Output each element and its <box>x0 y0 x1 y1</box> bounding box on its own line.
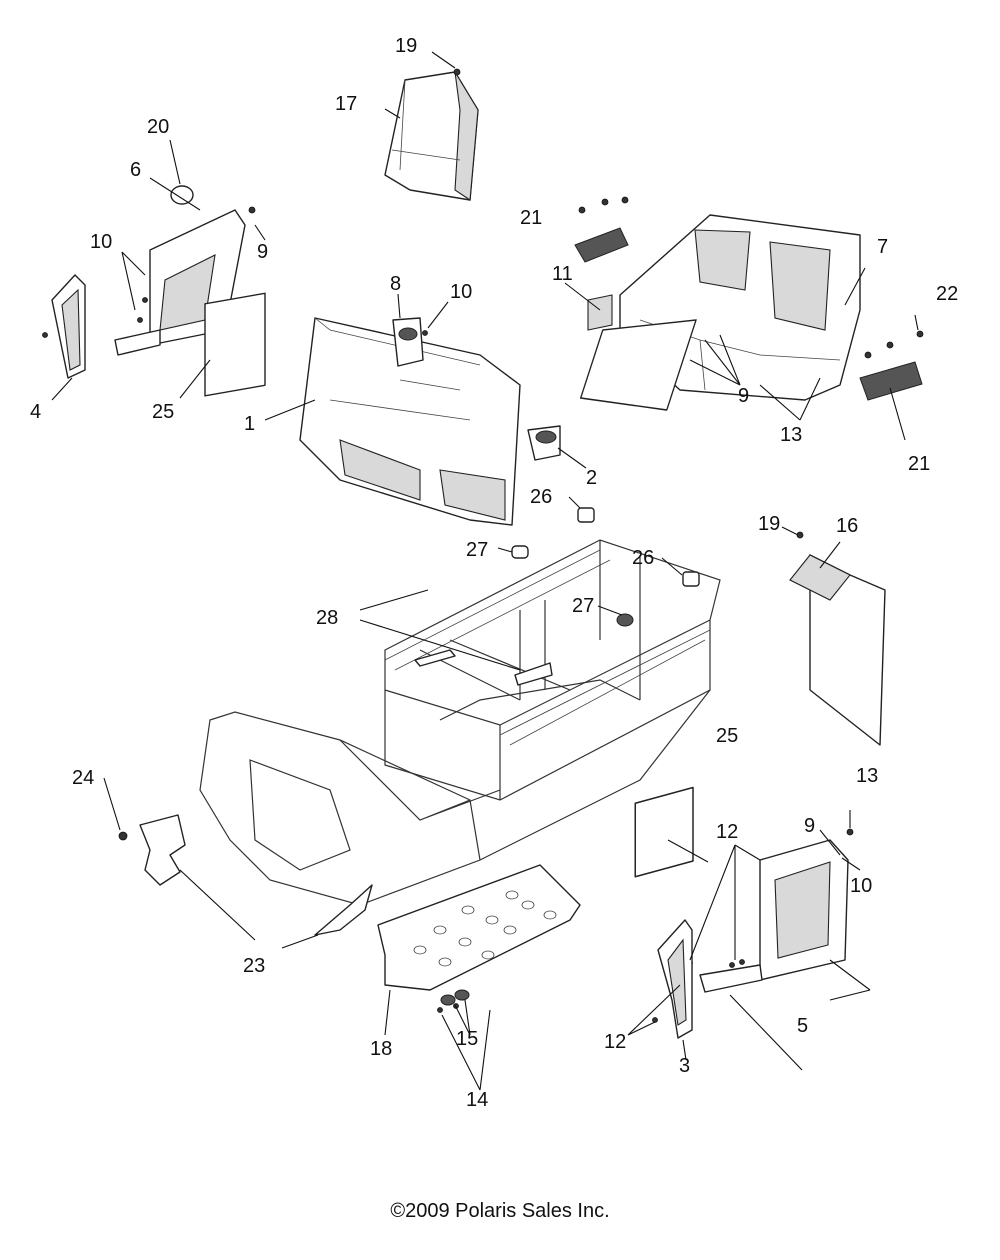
callout-18: 18 <box>370 1038 392 1060</box>
part-1-firewall-panel <box>299 317 521 526</box>
callout-16: 16 <box>836 515 858 537</box>
callout-10: 10 <box>90 231 112 253</box>
callout-21: 21 <box>520 207 542 229</box>
callouts: 19 17 20 6 10 9 4 25 1 8 10 2 21 7 22 11… <box>30 35 958 1111</box>
part-23-pad-lower <box>314 884 373 936</box>
part-28-strip-b <box>514 662 553 686</box>
part-15-grommets <box>440 989 470 1006</box>
callout-9: 9 <box>738 385 749 407</box>
part-11-plate <box>579 294 697 411</box>
callout-26: 26 <box>530 486 552 508</box>
callout-15: 15 <box>456 1028 478 1050</box>
part-18-skid-plate <box>377 864 581 991</box>
callout-27: 27 <box>572 595 594 617</box>
callout-6: 6 <box>130 159 141 181</box>
part-17-panel <box>384 71 479 201</box>
callout-20: 20 <box>147 116 169 138</box>
part-4-bracket <box>51 274 86 379</box>
part-7-rear-panel <box>619 214 861 401</box>
callout-9: 9 <box>257 241 268 263</box>
callout-3: 3 <box>679 1055 690 1077</box>
callout-8: 8 <box>390 273 401 295</box>
callout-12: 12 <box>604 1031 626 1053</box>
callout-19: 19 <box>758 513 780 535</box>
callout-10: 10 <box>850 875 872 897</box>
part-8-cupholder <box>392 317 424 367</box>
callout-26: 26 <box>632 547 654 569</box>
callout-4: 4 <box>30 401 41 423</box>
part-5-side-panel <box>699 839 849 993</box>
callout-7: 7 <box>877 236 888 258</box>
callout-1: 1 <box>244 413 255 435</box>
callout-22: 22 <box>936 283 958 305</box>
part-26-plug-a <box>577 507 595 523</box>
callout-14: 14 <box>466 1089 488 1111</box>
callout-2: 2 <box>586 467 597 489</box>
callout-19: 19 <box>395 35 417 57</box>
part-26-plug-b <box>682 571 700 587</box>
callout-25: 25 <box>152 401 174 423</box>
part-21-bracket-right <box>859 361 923 401</box>
callout-21: 21 <box>908 453 930 475</box>
part-23-pad-left <box>139 814 186 886</box>
callout-5: 5 <box>797 1015 808 1037</box>
part-27-plug-a <box>511 545 529 559</box>
callout-17: 17 <box>335 93 357 115</box>
callout-28: 28 <box>316 607 338 629</box>
callout-25: 25 <box>716 725 738 747</box>
callout-12: 12 <box>716 821 738 843</box>
part-25-decal-right <box>634 786 694 878</box>
part-27-plug-b <box>616 613 634 627</box>
callout-23: 23 <box>243 955 265 977</box>
part-3-bracket <box>657 919 693 1039</box>
callout-27: 27 <box>466 539 488 561</box>
part-28-strip-a <box>414 649 456 667</box>
vehicle-frame <box>199 539 721 906</box>
part-20-grommet <box>170 185 194 205</box>
callout-10: 10 <box>450 281 472 303</box>
callout-24: 24 <box>72 767 94 789</box>
part-25-decal-left <box>204 292 266 397</box>
callout-13: 13 <box>780 424 802 446</box>
callout-9: 9 <box>804 815 815 837</box>
part-2-cupholder <box>527 425 561 461</box>
part-21-bracket-top <box>574 227 629 263</box>
callout-11: 11 <box>552 263 573 285</box>
callout-13: 13 <box>856 765 878 787</box>
leader-lines <box>51 51 919 1091</box>
copyright-notice: ©2009 Polaris Sales Inc. <box>390 1200 610 1222</box>
part-16-panel <box>789 554 886 746</box>
